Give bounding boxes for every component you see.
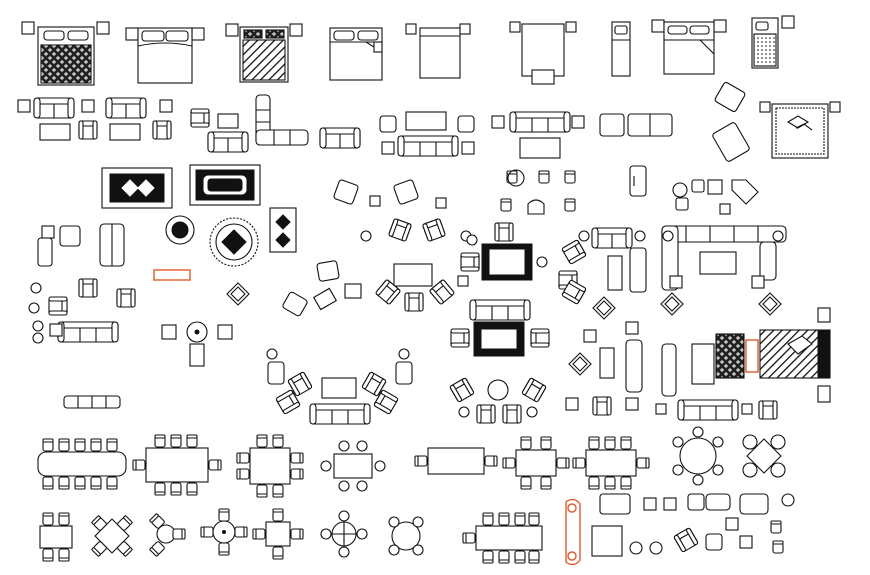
side-boxes: [583, 321, 639, 343]
dining-6-round-chairs: [320, 440, 386, 492]
dining-small-blocks: [39, 493, 795, 566]
round-lounge-top: [360, 217, 472, 312]
bed-with-rug: [759, 101, 841, 159]
black-rug-lounge-2: [450, 299, 550, 357]
dining-8-b: [572, 436, 650, 490]
dining-x-4: [90, 514, 134, 558]
dining-square-4: [252, 508, 304, 560]
dining-long-8: [462, 512, 543, 564]
rug-blocks: [101, 164, 759, 267]
cushions-mid: [226, 282, 250, 306]
round-sectional: [558, 227, 647, 305]
cushions-right: [592, 292, 782, 320]
lounge-set-1: [17, 97, 173, 141]
lounge-arrangements: [28, 217, 831, 425]
rotated-chairs: [712, 82, 750, 162]
dining-6-b: [502, 436, 570, 490]
bed-weave: [21, 21, 110, 86]
dining-round-4: [200, 508, 248, 556]
bed-double-tables: [651, 19, 727, 75]
dining-round-6: [672, 426, 724, 486]
bed-dotted: [751, 15, 795, 69]
chair-cluster-top: [333, 179, 447, 209]
sofa-pair: [599, 113, 673, 137]
bed-blocks: [21, 15, 795, 86]
sofa-table-set: [379, 111, 475, 157]
dining-octagon: [320, 510, 368, 558]
l-sofa: [255, 94, 309, 146]
bed-single: [611, 21, 631, 77]
bed-simple: [405, 23, 471, 79]
rug-small: [269, 207, 297, 253]
dining-small-4: [39, 512, 73, 562]
bed-desk: [509, 21, 577, 85]
sofa-coffee: [491, 111, 585, 159]
round-table-chairs: [161, 321, 233, 367]
black-rug-lounge: [457, 222, 548, 287]
misc-pieces: [591, 493, 795, 557]
dining-6-square: [236, 434, 304, 498]
hatched-rugs: [715, 307, 831, 403]
dining-tri: [148, 512, 186, 558]
dining-diamond-4: [742, 434, 786, 478]
dining-4: [414, 447, 498, 475]
sofa-facing-right: [655, 343, 778, 421]
side-pieces: [672, 179, 759, 215]
armchair-pair: [190, 108, 249, 153]
curved-chairs: [282, 260, 362, 317]
bed-folded: [329, 27, 383, 81]
left-lounge: [28, 278, 136, 344]
dining-10: [37, 438, 127, 490]
bed-hatched: [225, 23, 303, 83]
round-table-lounge: [449, 377, 547, 424]
chaise: [629, 165, 647, 197]
sofa-lounge-right: [565, 339, 643, 416]
loveseat: [319, 127, 361, 149]
rug-diamond: [101, 167, 173, 209]
bench-row: [63, 395, 121, 409]
dining-round-plus: [388, 516, 424, 556]
dining-8: [132, 434, 222, 496]
dining-table-blocks: [37, 426, 786, 498]
arc-lounge: [266, 348, 413, 425]
bed-plain: [125, 27, 205, 84]
rug-frame: [189, 164, 261, 206]
accent-chaise: [565, 498, 581, 566]
sectional-left: [37, 223, 125, 267]
accent-rect: [153, 269, 191, 281]
dining-chairs-top: [500, 169, 576, 215]
sofa-blocks: [17, 82, 841, 162]
rug-round: [165, 215, 259, 267]
big-sectional: [661, 225, 787, 291]
